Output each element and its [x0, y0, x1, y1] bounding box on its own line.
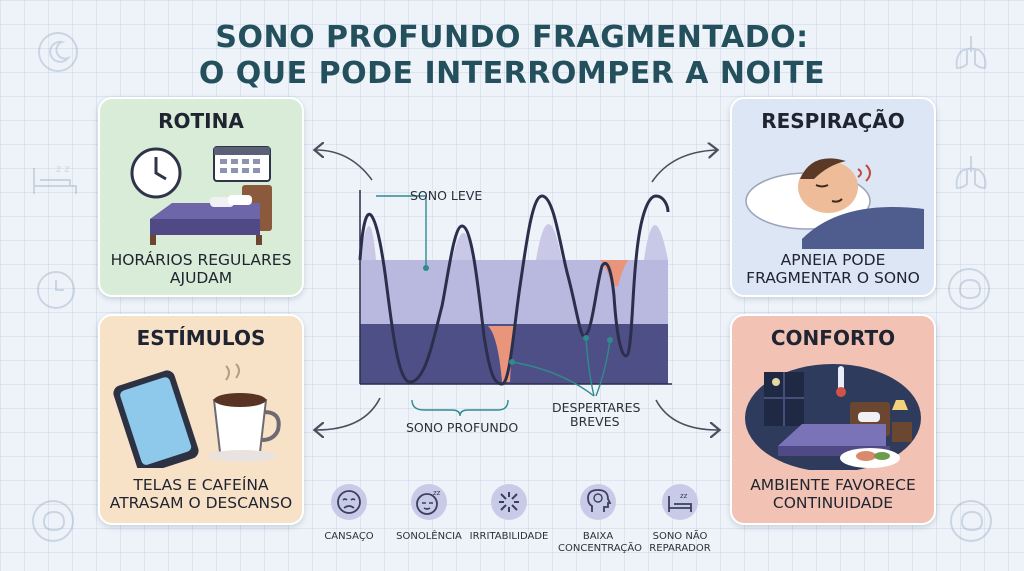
svg-text:zz: zz	[433, 489, 441, 497]
sleepy-face-icon: zz	[411, 484, 447, 520]
despertar-pointer-3	[595, 339, 611, 397]
irritability-burst-icon	[491, 484, 527, 520]
food-plate-icon	[840, 448, 900, 468]
moon-icon	[38, 32, 78, 72]
despertar-pointer-1	[511, 361, 595, 397]
symptom-label-concentracao: CONCENTRAÇÃO	[558, 543, 642, 554]
arrow-to-respiracao	[651, 150, 716, 183]
card-respiracao: RESPIRAÇÃO APNEIA PODE FRAGMENTAR O SONO	[730, 97, 936, 297]
window	[764, 372, 804, 426]
card-respiracao-text-1: APNEIA PODE	[780, 251, 886, 269]
sleeping-face	[798, 158, 858, 213]
sleeping-person-apnea-illustration	[745, 158, 924, 249]
card-estimulos: ESTÍMULOS TELAS E CAFEÍNA ATRASAM O DESC…	[98, 314, 304, 525]
card-conforto-text-1: AMBIENTE FAVORECE	[750, 476, 916, 494]
symptom-label-sonolencia: SONOLÊNCIA	[396, 531, 462, 542]
card-conforto-text-2: CONTINUIDADE	[772, 494, 894, 512]
smartphone-icon	[113, 370, 199, 468]
card-rotina: ROTINA HORÁRIOS REGULARES AJUDAM	[98, 97, 304, 297]
brain-head-icon	[580, 484, 616, 520]
arrow-to-estimulos	[316, 397, 381, 430]
sleep-depth-curve	[358, 194, 670, 386]
arrow-to-conforto	[655, 399, 718, 430]
label-sono-profundo: SONO PROFUNDO	[406, 420, 519, 435]
brain-icon	[32, 500, 74, 542]
svg-text:z z: z z	[56, 164, 70, 175]
bed-illustration	[778, 402, 890, 456]
card-estimulos-title: ESTÍMULOS	[136, 326, 266, 350]
sono-leve-pointer	[376, 195, 427, 226]
label-sono-leve: SONO LEVE	[410, 188, 483, 203]
lungs-icon-2	[955, 156, 987, 190]
card-estimulos-text-2: ATRASAM O DESCANSO	[109, 494, 293, 512]
page-title-line-1: SONO PROFUNDO FRAGMENTADO:	[215, 20, 809, 55]
arrow-to-rotina	[316, 150, 373, 181]
svg-text:zz: zz	[680, 492, 688, 500]
symptom-label-sono-nao: SONO NÃO	[652, 531, 708, 542]
tired-face-icon	[331, 484, 367, 520]
thermometer-icon	[836, 366, 846, 397]
lamp-icon	[892, 400, 912, 442]
card-rotina-title: ROTINA	[158, 109, 244, 133]
bedroom-illustration	[745, 364, 921, 470]
card-respiracao-text-2: FRAGMENTAR O SONO	[746, 269, 920, 287]
card-respiracao-title: RESPIRAÇÃO	[761, 109, 905, 133]
card-conforto-title: CONFORTO	[770, 326, 896, 350]
page-title-line-2: O QUE PODE INTERROMPER A NOITE	[198, 56, 826, 91]
symptom-label-cansaco: CANSAÇO	[324, 531, 374, 542]
label-despertares-1: DESPERTARES	[552, 400, 641, 415]
symptom-label-irritabilidade: IRRITABILIDADE	[469, 531, 549, 542]
brain-head-icon-bg	[950, 500, 992, 542]
brain-icon-2	[948, 268, 990, 310]
phone-coffee-illustration	[113, 363, 281, 468]
symptom-label-reparador: REPARADOR	[649, 543, 711, 554]
calendar-icon	[213, 146, 271, 182]
lungs-icon	[955, 36, 987, 70]
sleep-stage-diagram	[358, 190, 672, 386]
clock-icon	[37, 271, 75, 309]
label-despertares-2: BREVES	[570, 414, 620, 429]
card-rotina-text-1: HORÁRIOS REGULARES	[110, 251, 292, 269]
sono-profundo-bracket	[411, 399, 509, 417]
card-estimulos-text-1: TELAS E CAFEÍNA	[133, 476, 269, 494]
wall-clock-icon	[130, 147, 182, 199]
card-conforto: CONFORTO AMBIENTE FAVORECE CONTINUIDA	[730, 314, 936, 525]
card-rotina-text-2: AJUDAM	[169, 269, 233, 287]
clock-calendar-bed-illustration	[130, 146, 272, 245]
despertar-pointer-2	[585, 337, 595, 397]
coffee-cup-icon	[208, 363, 281, 462]
bed-zz-icon: zz	[662, 484, 698, 520]
bed-icon: z z	[33, 164, 77, 194]
bed-illustration	[150, 185, 272, 245]
symptom-label-baixa: BAIXA	[582, 531, 614, 542]
